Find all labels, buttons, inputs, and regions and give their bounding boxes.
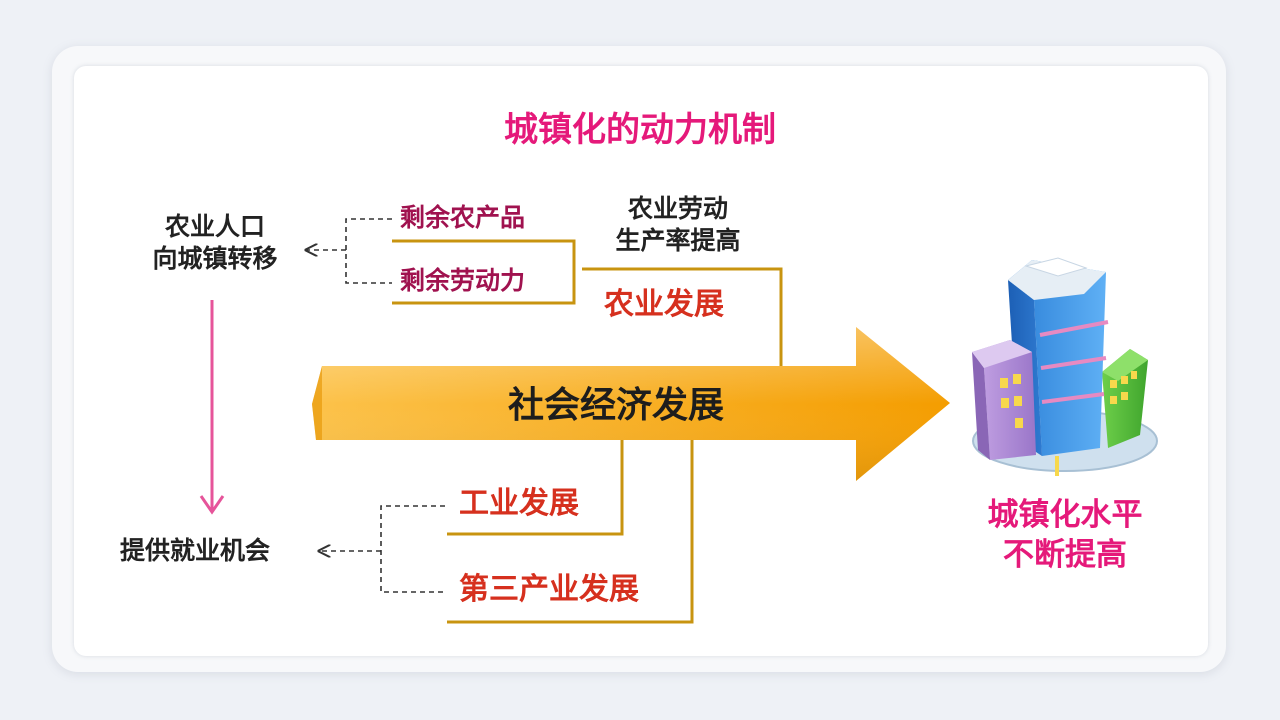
main-flow-arrow	[312, 327, 950, 481]
surplus-labor-label: 剩余劳动力	[400, 266, 526, 295]
pink-down-arrow	[199, 300, 225, 515]
city-buildings-icon	[972, 257, 1158, 476]
lower-bracket-lines	[447, 440, 694, 624]
upper-bracket-lines	[392, 239, 783, 366]
main-arrow-label: 社会经济发展	[508, 385, 725, 426]
agri-transfer-line1: 农业人口	[164, 212, 265, 241]
industry-dev-label: 工业发展	[459, 486, 579, 521]
agri-transfer-label: 农业人口 向城镇转移	[120, 214, 310, 271]
surplus-products-label: 剩余农产品	[400, 203, 526, 232]
employment-label: 提供就业机会	[120, 536, 271, 565]
productivity-line1: 农业劳动	[627, 194, 728, 223]
productivity-label: 农业劳动 生产率提高	[590, 196, 766, 253]
result-line1: 城镇化水平	[987, 497, 1143, 533]
agri-transfer-line2: 向城镇转移	[152, 244, 278, 273]
tertiary-dev-label: 第三产业发展	[459, 572, 639, 607]
result-line2: 不断提高	[1003, 537, 1127, 573]
result-label: 城镇化水平 不断提高	[960, 500, 1170, 571]
upper-dashed-connector	[306, 218, 392, 284]
lower-dashed-connector	[319, 505, 445, 593]
productivity-line2: 生产率提高	[615, 226, 741, 255]
agri-dev-label: 农业发展	[604, 287, 724, 322]
page-title: 城镇化的动力机制	[504, 110, 776, 150]
